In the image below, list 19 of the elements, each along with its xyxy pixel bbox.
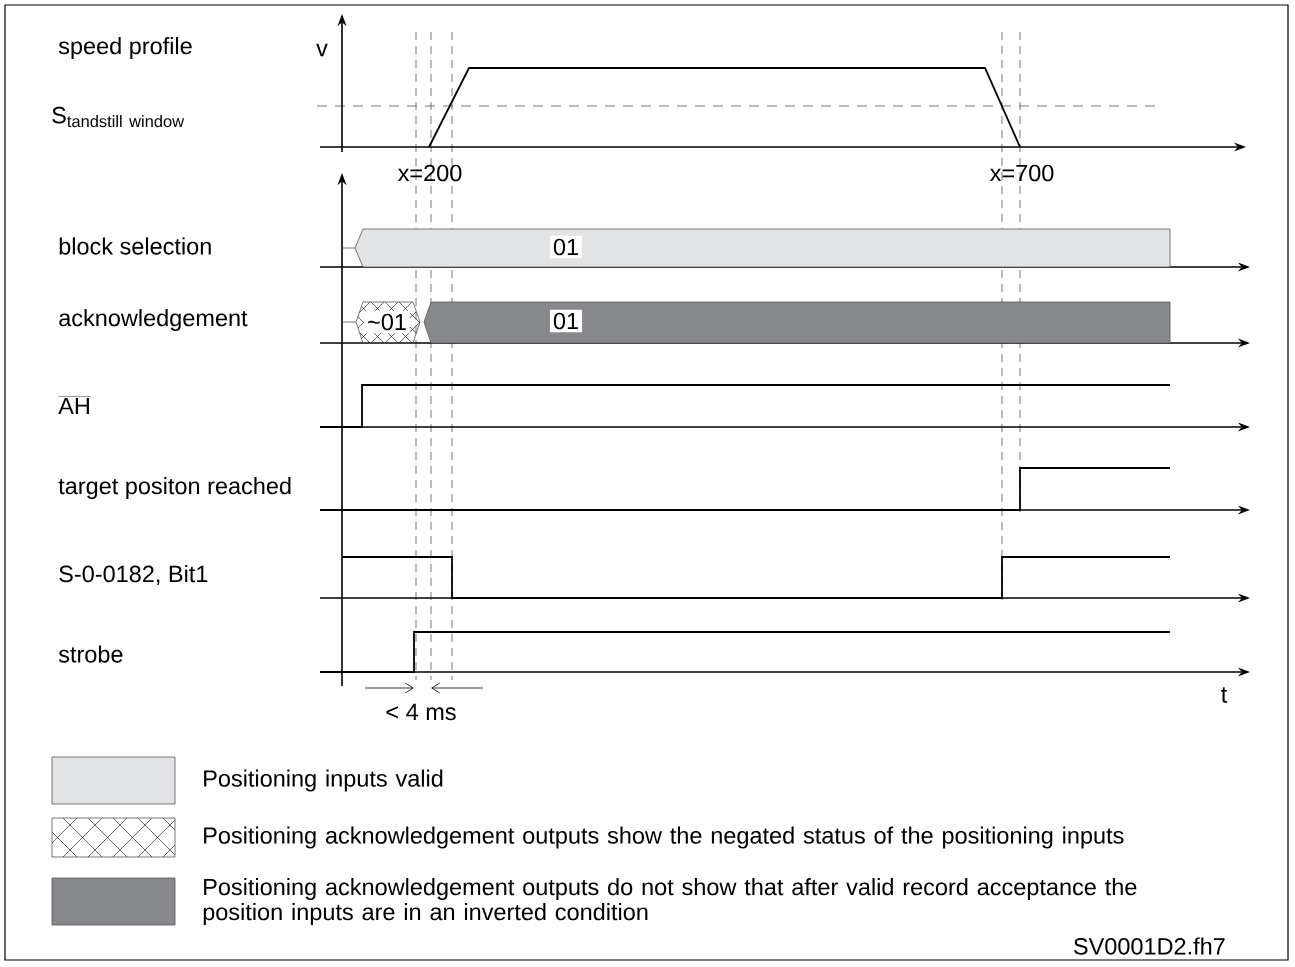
- legend-text: Positioning acknowledgement outputs show the negated status of the positioning inputs: [204, 826, 1124, 849]
- legend-text: Positioning inputs valid: [204, 769, 443, 792]
- file-name: SV0001D2.fh7: [1074, 937, 1225, 955]
- position-label: x=200: [397, 164, 462, 182]
- bus-segment: 01: [354, 228, 1171, 268]
- row-label: $\mathrm{S}_{\mathrm{tandstill\ window}}$: [52, 106, 185, 128]
- signal-label: AH: [58, 396, 92, 415]
- legend-text: Positioning acknowledgement outputs do not show that after valid record acceptance the position inputs are in an inverted condition: [203, 878, 1137, 925]
- signal-label: S-0-0182, Bit1: [59, 565, 208, 586]
- signal-label: strobe: [58, 645, 123, 663]
- signal-label: block selection: [59, 237, 211, 255]
- axis-label: v: [316, 43, 328, 57]
- dimension-label: < 4 ms: [386, 703, 456, 721]
- position-label: x=700: [989, 164, 1054, 182]
- row-label: speed profile: [58, 37, 192, 59]
- bus-segment: 01: [423, 301, 1171, 344]
- axis-label: t: [1221, 687, 1228, 703]
- signal-label: target positon reached: [58, 477, 291, 499]
- signal-label: acknowledgement: [59, 309, 248, 331]
